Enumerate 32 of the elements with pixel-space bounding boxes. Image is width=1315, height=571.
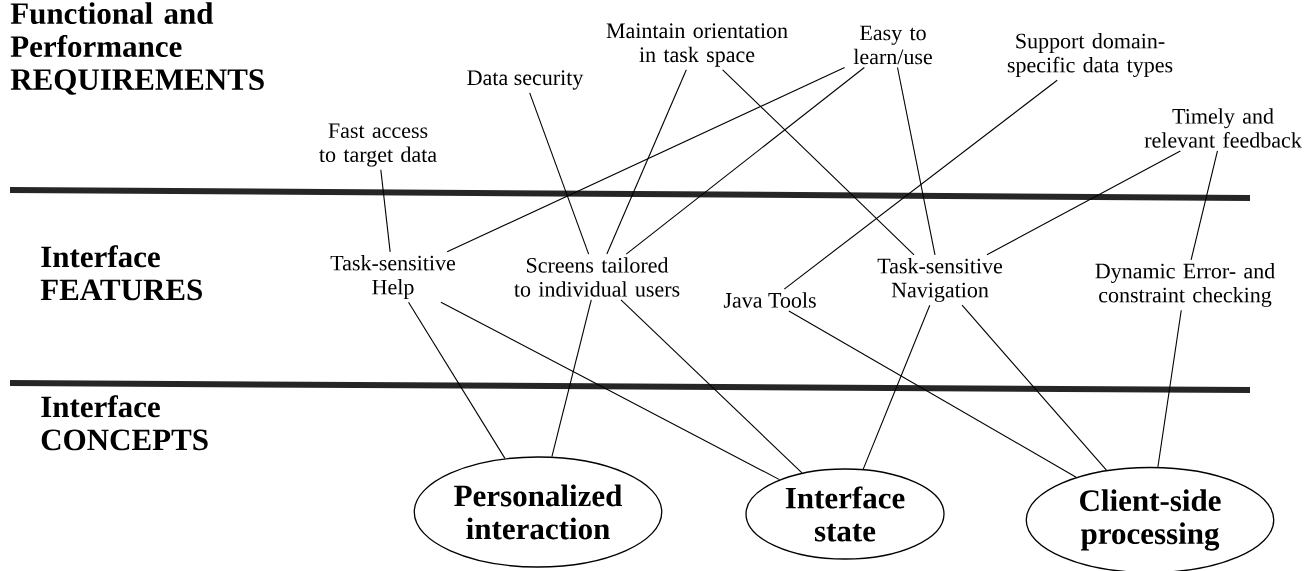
feature-label: Dynamic Error- and constraint checking bbox=[1095, 263, 1275, 307]
requirement-label: Timely and relevant feedback bbox=[1144, 108, 1302, 148]
connector-line bbox=[440, 301, 780, 481]
feature-label: Java Tools bbox=[723, 292, 816, 308]
connector-line bbox=[380, 169, 391, 253]
requirement-label: Maintain orientation in task space bbox=[606, 23, 788, 67]
section-heading: Interface CONCEPTS bbox=[41, 395, 208, 451]
requirement-label: Support domain-specific data types bbox=[1007, 33, 1173, 77]
section-heading: Interface FEATURES bbox=[40, 245, 202, 301]
connector-line bbox=[529, 92, 590, 255]
connector-line bbox=[961, 304, 1107, 471]
section-heading: Functional and Performance REQUIREMENTS bbox=[10, 2, 264, 95]
feature-label: Screens tailored to individual users bbox=[514, 257, 680, 297]
connector-line bbox=[1190, 150, 1218, 261]
requirement-label: Data security bbox=[467, 70, 584, 90]
connector-line bbox=[407, 301, 506, 459]
feature-label: Task-sensitive Help bbox=[330, 255, 456, 299]
connector-line bbox=[722, 69, 915, 256]
connector-line bbox=[446, 66, 846, 253]
connector-line bbox=[788, 310, 1077, 478]
connector-line bbox=[551, 299, 592, 458]
connector-line bbox=[986, 150, 1181, 256]
connector-line bbox=[620, 299, 803, 474]
requirement-label: Fast access to target data bbox=[319, 123, 437, 167]
connector-line bbox=[896, 66, 936, 256]
connector-line bbox=[625, 66, 865, 255]
feature-label: Task-sensitive Navigation bbox=[877, 258, 1003, 302]
connector-line bbox=[1157, 309, 1182, 468]
connector-line bbox=[862, 304, 931, 470]
requirement-label: Easy to learn/use bbox=[853, 25, 932, 65]
connector-line bbox=[606, 69, 687, 255]
connector-line bbox=[783, 79, 1058, 290]
